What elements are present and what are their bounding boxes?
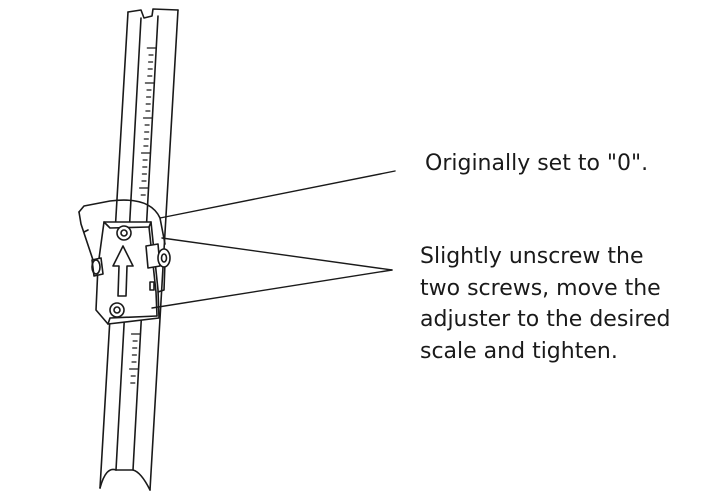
callout-original-setting: Originally set to "0".	[425, 148, 648, 180]
screw-icon	[109, 225, 132, 318]
leader-line-lower	[151, 269, 393, 309]
instruction-line-4: scale and tighten.	[420, 338, 618, 364]
leader-lines	[151, 170, 396, 309]
instruction-line-1: Slightly unscrew the	[420, 244, 644, 269]
side-knobs	[91, 243, 171, 277]
callout-original-text: Originally set to "0".	[425, 151, 649, 176]
leader-line-original	[159, 170, 396, 219]
scale-ticks-upper	[139, 47, 156, 196]
up-arrow-icon	[112, 245, 134, 297]
instruction-line-2: two screws, move the	[420, 275, 661, 301]
leader-line-upper	[161, 237, 393, 271]
scale-ticks-lower	[129, 333, 141, 384]
instruction-line-3: adjuster to the desired	[420, 307, 671, 332]
callout-adjust-instruction: Slightly unscrew the two screws, move th…	[420, 241, 705, 367]
